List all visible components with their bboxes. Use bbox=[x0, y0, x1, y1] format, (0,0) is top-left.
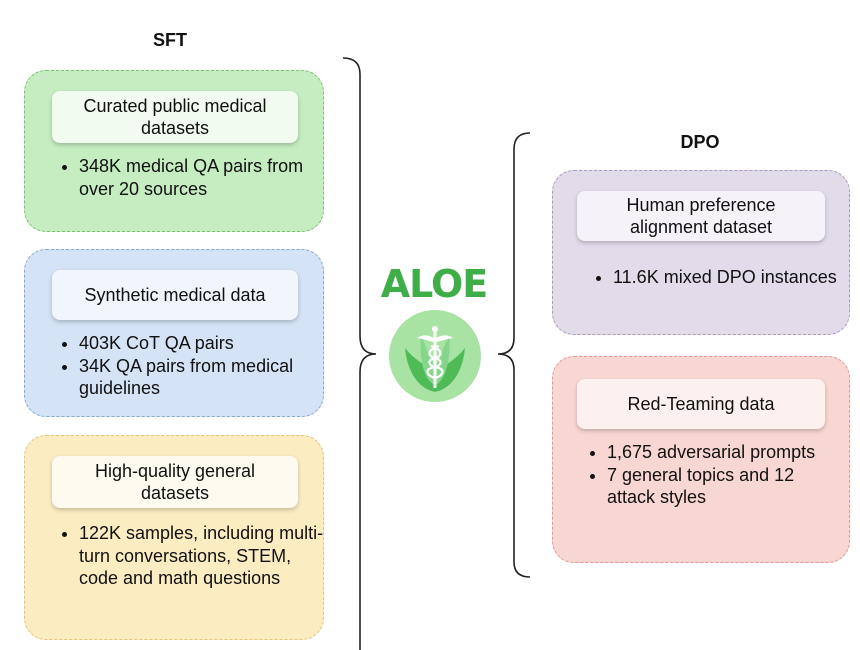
bullet-item: 403K CoT QA pairs bbox=[79, 332, 324, 355]
dpo-brace bbox=[497, 132, 531, 578]
dpo-card-redteam-bullets: 1,675 adversarial prompts 7 general topi… bbox=[583, 441, 847, 509]
sft-card-synthetic: Synthetic medical data 403K CoT QA pairs… bbox=[24, 249, 324, 417]
sft-card-curated-title: Curated public medical datasets bbox=[52, 91, 298, 143]
dpo-card-redteam: Red-Teaming data 1,675 adversarial promp… bbox=[552, 356, 850, 563]
dpo-card-redteam-title: Red-Teaming data bbox=[577, 379, 825, 429]
sft-card-curated-bullets: 348K medical QA pairs from over 20 sourc… bbox=[55, 155, 319, 200]
dpo-card-preference: Human preference alignment dataset 11.6K… bbox=[552, 170, 850, 335]
dpo-card-preference-bullets: 11.6K mixed DPO instances bbox=[589, 266, 843, 289]
aloe-logo-text: ALOE bbox=[380, 262, 489, 306]
bullet-item: 7 general topics and 12 attack styles bbox=[607, 464, 847, 509]
dpo-card-preference-title: Human preference alignment dataset bbox=[577, 191, 825, 241]
sft-card-general-title: High-quality general datasets bbox=[52, 456, 298, 508]
sft-card-general-bullets: 122K samples, including multi-turn conve… bbox=[55, 522, 329, 590]
sft-brace bbox=[342, 57, 377, 650]
dpo-heading: DPO bbox=[680, 132, 720, 152]
sft-card-curated: Curated public medical datasets 348K med… bbox=[24, 70, 324, 232]
bullet-item: 11.6K mixed DPO instances bbox=[613, 266, 843, 289]
sft-card-synthetic-title: Synthetic medical data bbox=[52, 270, 298, 320]
caduceus-leaf-icon bbox=[389, 310, 481, 402]
bullet-item: 122K samples, including multi-turn conve… bbox=[79, 522, 329, 590]
bullet-item: 1,675 adversarial prompts bbox=[607, 441, 847, 464]
bullet-item: 348K medical QA pairs from over 20 sourc… bbox=[79, 155, 319, 200]
sft-card-general: High-quality general datasets 122K sampl… bbox=[24, 435, 324, 640]
sft-card-synthetic-bullets: 403K CoT QA pairs 34K QA pairs from medi… bbox=[55, 332, 324, 400]
bullet-item: 34K QA pairs from medical guidelines bbox=[79, 355, 324, 400]
sft-heading: SFT bbox=[153, 30, 187, 50]
